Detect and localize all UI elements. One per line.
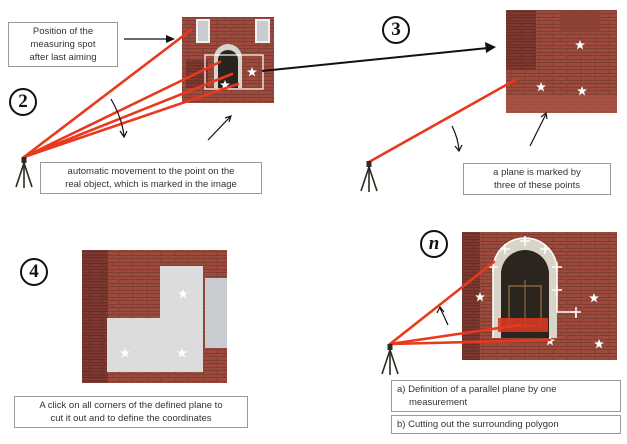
label-line: cut it out and to define the coordinates xyxy=(50,413,212,424)
label-line: automatic movement to the point on the xyxy=(67,166,235,177)
total-station-tripod-icon xyxy=(15,156,33,189)
label-line: a plane is marked by xyxy=(493,167,581,178)
label-plane-marked: a plane is marked by three of these poin… xyxy=(463,163,611,195)
label-line: A click on all corners of the defined pl… xyxy=(39,400,223,411)
total-station-tripod-icon xyxy=(381,343,399,376)
photo-plane-step3 xyxy=(506,10,617,113)
label-line: three of these points xyxy=(493,180,581,191)
label-item-a: a) Definition of a parallel plane by one… xyxy=(391,380,621,412)
cross-marker-icon xyxy=(488,236,581,317)
label-click-corners: A click on all corners of the defined pl… xyxy=(14,396,248,428)
pointer-arrows xyxy=(110,98,548,326)
photo-parallel-plane-stepn xyxy=(462,232,617,360)
label-parallel-plane: a) Definition of a parallel plane by one… xyxy=(391,380,621,434)
step-number-3: 3 xyxy=(382,16,410,44)
arrow-to-next-step xyxy=(261,42,496,72)
photo-facade-step2 xyxy=(182,17,274,103)
aiming-lines-step2 xyxy=(22,28,240,159)
photo-cutout-step4 xyxy=(82,250,227,383)
label-line: b) Cutting out the surrounding polygon xyxy=(397,419,559,430)
step-number-n: n xyxy=(420,230,448,258)
label-line: measuring spot xyxy=(30,39,96,50)
step-number-4: 4 xyxy=(20,258,48,286)
label-line: real object, which is marked in the imag… xyxy=(65,179,237,190)
label-line: after last aiming xyxy=(29,52,97,63)
label-item-b: b) Cutting out the surrounding polygon xyxy=(391,415,621,434)
step-number-2: 2 xyxy=(9,88,37,116)
aiming-lines-stepn xyxy=(388,260,552,346)
label-measuring-spot: Position of the measuring spot after las… xyxy=(8,22,118,67)
arrow-to-measuring-spot xyxy=(124,35,175,43)
aiming-line-step3 xyxy=(367,78,517,164)
label-line: Position of the xyxy=(32,26,94,37)
label-line: measurement xyxy=(409,397,468,408)
label-automatic-movement: automatic movement to the point on the r… xyxy=(40,162,262,194)
total-station-tripod-icon xyxy=(360,160,378,193)
label-line: a) Definition of a parallel plane by one xyxy=(397,384,557,395)
